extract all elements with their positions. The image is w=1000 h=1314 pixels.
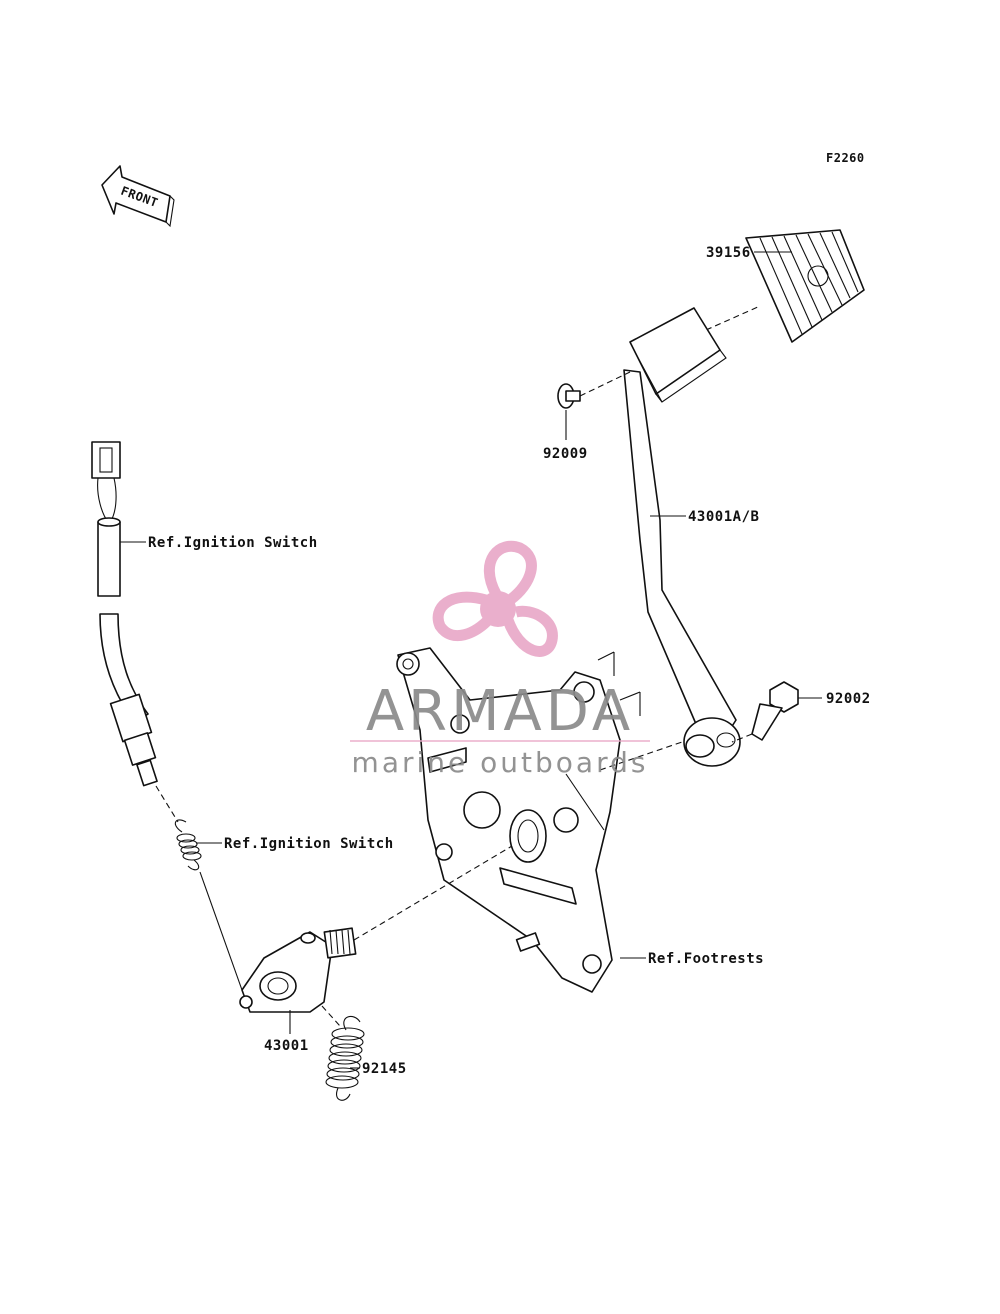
ref-footrests: Ref.Footrests	[648, 951, 764, 967]
brake-pedal-lever	[623, 307, 741, 767]
logo-hub	[480, 591, 516, 627]
part-number-39156: 39156	[706, 245, 751, 261]
watermark-brand: ARMADA	[366, 679, 634, 744]
ref-ignition-switch-1: Ref.Ignition Switch	[148, 535, 318, 551]
brake-pedal-pad	[745, 229, 865, 343]
logo-blade-2	[432, 591, 495, 641]
watermark-tagline: marine outboards	[352, 746, 649, 779]
part-number-92145: 92145	[362, 1061, 407, 1077]
brake-arm-43001	[239, 927, 357, 1013]
washer-92009	[557, 371, 631, 409]
spring-92145	[325, 1015, 365, 1101]
ignition-switch-cable	[91, 441, 179, 823]
part-number-92002: 92002	[826, 691, 871, 707]
watermark: ARMADA marine outboards	[350, 540, 650, 779]
logo-blade-1	[483, 540, 537, 605]
bolt-92002	[731, 681, 799, 743]
logo-blade-3	[502, 605, 558, 657]
footrest-bracket	[396, 647, 641, 993]
part-number-43001: 43001	[264, 1038, 309, 1054]
ref-ignition-switch-2: Ref.Ignition Switch	[224, 836, 394, 852]
propeller-logo-icon	[432, 540, 558, 657]
small-spring	[174, 819, 202, 871]
part-number-92009: 92009	[543, 446, 588, 462]
front-arrow-icon: FRONT	[101, 165, 175, 228]
part-number-43001ab: 43001A/B	[688, 509, 759, 525]
diagram-code: F2260	[826, 151, 865, 165]
leader-lines	[120, 251, 822, 1069]
